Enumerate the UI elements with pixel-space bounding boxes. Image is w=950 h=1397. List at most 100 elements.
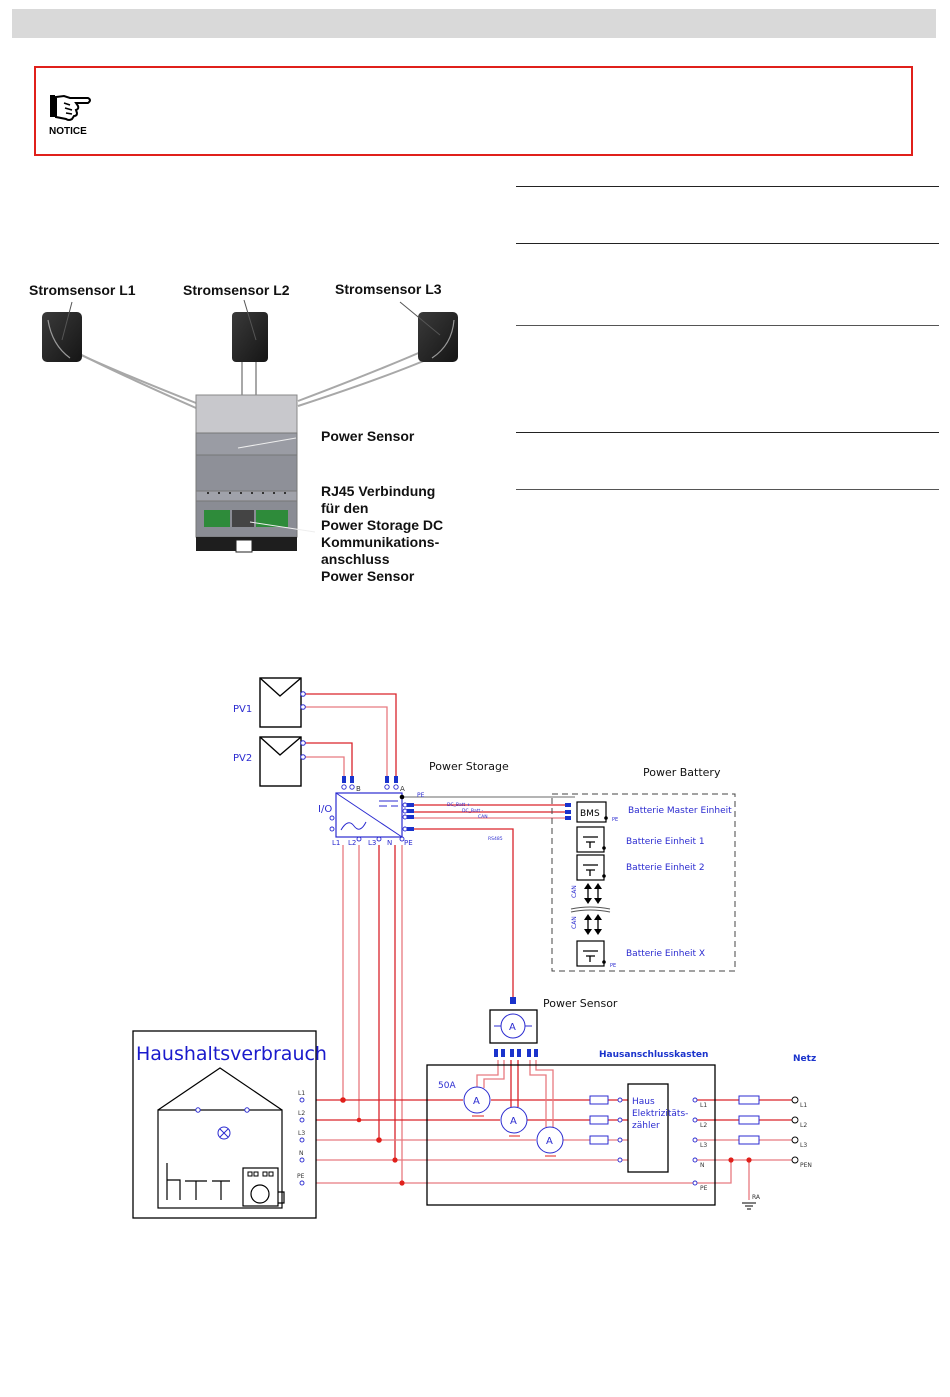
wire-pv2-minus xyxy=(303,756,345,780)
household-box xyxy=(132,1030,317,1219)
output-l3: L3 xyxy=(368,839,376,847)
current-sensor-l3 xyxy=(399,301,458,362)
connection-box-title: Hausanschlusskasten xyxy=(599,1050,708,1060)
bus-label-can: CAN xyxy=(478,814,488,820)
battery-unit-2-label: Batterie Einheit 2 xyxy=(626,863,705,873)
household-terminal-l1: L1 xyxy=(298,1090,305,1097)
power-sensor-photo: Stromsensor L1 Stromsensor L2 Stromsenso… xyxy=(0,270,480,600)
wire-clamp-l2 xyxy=(510,1060,519,1107)
label-sensor-l3: Stromsensor L3 xyxy=(335,281,442,297)
io-label: I/O xyxy=(318,804,332,815)
pv2-label: PV2 xyxy=(233,753,252,764)
label-power-sensor: Power Sensor xyxy=(321,428,415,444)
pv1-label: PV1 xyxy=(233,704,252,715)
notice-label: NOTICE xyxy=(49,126,87,137)
rj45-line: Kommunikations- xyxy=(321,534,440,550)
battery-unit-2 xyxy=(576,854,605,881)
grid-terminal-l1: L1 xyxy=(800,1102,807,1109)
grid-title: Netz xyxy=(793,1054,816,1064)
power-sensor-title: Power Sensor xyxy=(543,997,618,1010)
rs485-label: RS485 xyxy=(488,836,503,842)
grid-fuse-l1 xyxy=(738,1095,760,1105)
label-sensor-l1: Stromsensor L1 xyxy=(29,282,136,298)
current-sensor-l2 xyxy=(232,299,268,362)
grid-terminal-l2: L2 xyxy=(800,1122,807,1129)
pv1-module xyxy=(259,677,302,728)
label-sensor-l2: Stromsensor L2 xyxy=(183,282,290,298)
grid-terminal-pen: PEN xyxy=(800,1162,812,1169)
electricity-meter xyxy=(627,1083,669,1173)
label-rj45: RJ45 Verbindung für den Power Storage DC… xyxy=(321,483,443,585)
fuse-l3 xyxy=(589,1135,609,1145)
battery-unit-x xyxy=(576,940,605,967)
meter-line-3: zähler xyxy=(632,1121,660,1131)
power-sensor-meter-label: A xyxy=(509,1022,516,1033)
meter-terminal-l3: L3 xyxy=(700,1142,707,1149)
connection-box xyxy=(426,1064,716,1206)
bms-box xyxy=(576,801,607,823)
power-storage-title: Power Storage xyxy=(429,760,509,773)
meter-terminal-l2: L2 xyxy=(700,1122,707,1129)
fuse-l1 xyxy=(589,1095,609,1105)
power-storage-inverter xyxy=(329,776,414,842)
pointing-hand-icon xyxy=(50,94,91,121)
battery-unit-1-label: Batterie Einheit 1 xyxy=(626,837,705,847)
bms-label: BMS xyxy=(580,809,600,819)
output-l2: L2 xyxy=(348,839,356,847)
clamp-ammeter-l2 xyxy=(500,1106,528,1134)
output-pe: PE xyxy=(404,839,413,847)
battery-master-label: Batterie Master Einheit xyxy=(628,806,732,816)
bus-pe xyxy=(302,1160,732,1184)
rj45-line: für den xyxy=(321,500,369,516)
power-battery-title: Power Battery xyxy=(643,766,721,779)
ammeter-l3-label: A xyxy=(546,1136,553,1147)
earth-ground-icon xyxy=(742,1202,756,1210)
power-sensor-illustration xyxy=(42,299,458,553)
clamp-ammeter-l1 xyxy=(463,1086,491,1114)
rj45-line: Power Storage DC xyxy=(321,517,444,533)
bus-label-dc-minus: DC_Batt - xyxy=(462,808,484,814)
can-label-1: CAN xyxy=(571,885,578,898)
terminal-a-label: A xyxy=(400,785,405,793)
wire-pv1-minus xyxy=(303,706,388,780)
household-terminal-l2: L2 xyxy=(298,1110,305,1117)
output-n: N xyxy=(387,839,392,847)
wire-rs485 xyxy=(412,828,514,1000)
grid-fuse-l3 xyxy=(738,1135,760,1145)
fuse-l2 xyxy=(589,1115,609,1125)
wire-pv1-plus xyxy=(303,693,397,780)
clamp-ammeter-l3 xyxy=(536,1126,564,1154)
table-rule xyxy=(516,432,939,433)
battery-unit-1 xyxy=(576,826,605,853)
battery-pe-top: PE xyxy=(612,817,618,823)
power-sensor-device xyxy=(195,394,316,553)
meter-terminal-pe: PE xyxy=(700,1185,708,1192)
ammeter-l1-label: A xyxy=(473,1096,480,1107)
table-rule xyxy=(516,186,939,187)
rj45-line: RJ45 Verbindung xyxy=(321,483,436,499)
terminal-b-label: B xyxy=(356,785,361,793)
household-title: Haushaltsverbrauch xyxy=(136,1043,327,1065)
power-battery-enclosure xyxy=(551,793,736,972)
meter-line-2: Elektrizitäts- xyxy=(632,1109,688,1119)
current-sensor-l1 xyxy=(42,301,82,362)
earth-label: RA xyxy=(752,1194,761,1201)
wire-clamp-l3 xyxy=(529,1060,554,1127)
rating-label: 50A xyxy=(438,1081,456,1091)
page-header-bar xyxy=(12,9,936,38)
output-l1: L1 xyxy=(332,839,340,847)
household-terminal-n: N xyxy=(299,1150,304,1157)
household-terminal-pe: PE xyxy=(297,1173,305,1180)
battery-pe-bottom: PE xyxy=(610,963,616,969)
wire-clamp-l1 xyxy=(476,1060,505,1088)
wiring-diagram: PV1 PV2 B A I/O PE DC_Batt + DC_Batt - C… xyxy=(132,677,816,1219)
rj45-line: Power Sensor xyxy=(321,568,415,584)
meter-line-1: Haus xyxy=(632,1097,655,1107)
pe-label: PE xyxy=(417,792,425,799)
grid-terminal-l3: L3 xyxy=(800,1142,807,1149)
bus-label-dc-plus: DC_Batt + xyxy=(447,802,471,808)
house-icon xyxy=(157,1067,285,1209)
pv2-module xyxy=(259,736,302,787)
can-label-2: CAN xyxy=(571,916,578,929)
ammeter-l2-label: A xyxy=(510,1116,517,1127)
